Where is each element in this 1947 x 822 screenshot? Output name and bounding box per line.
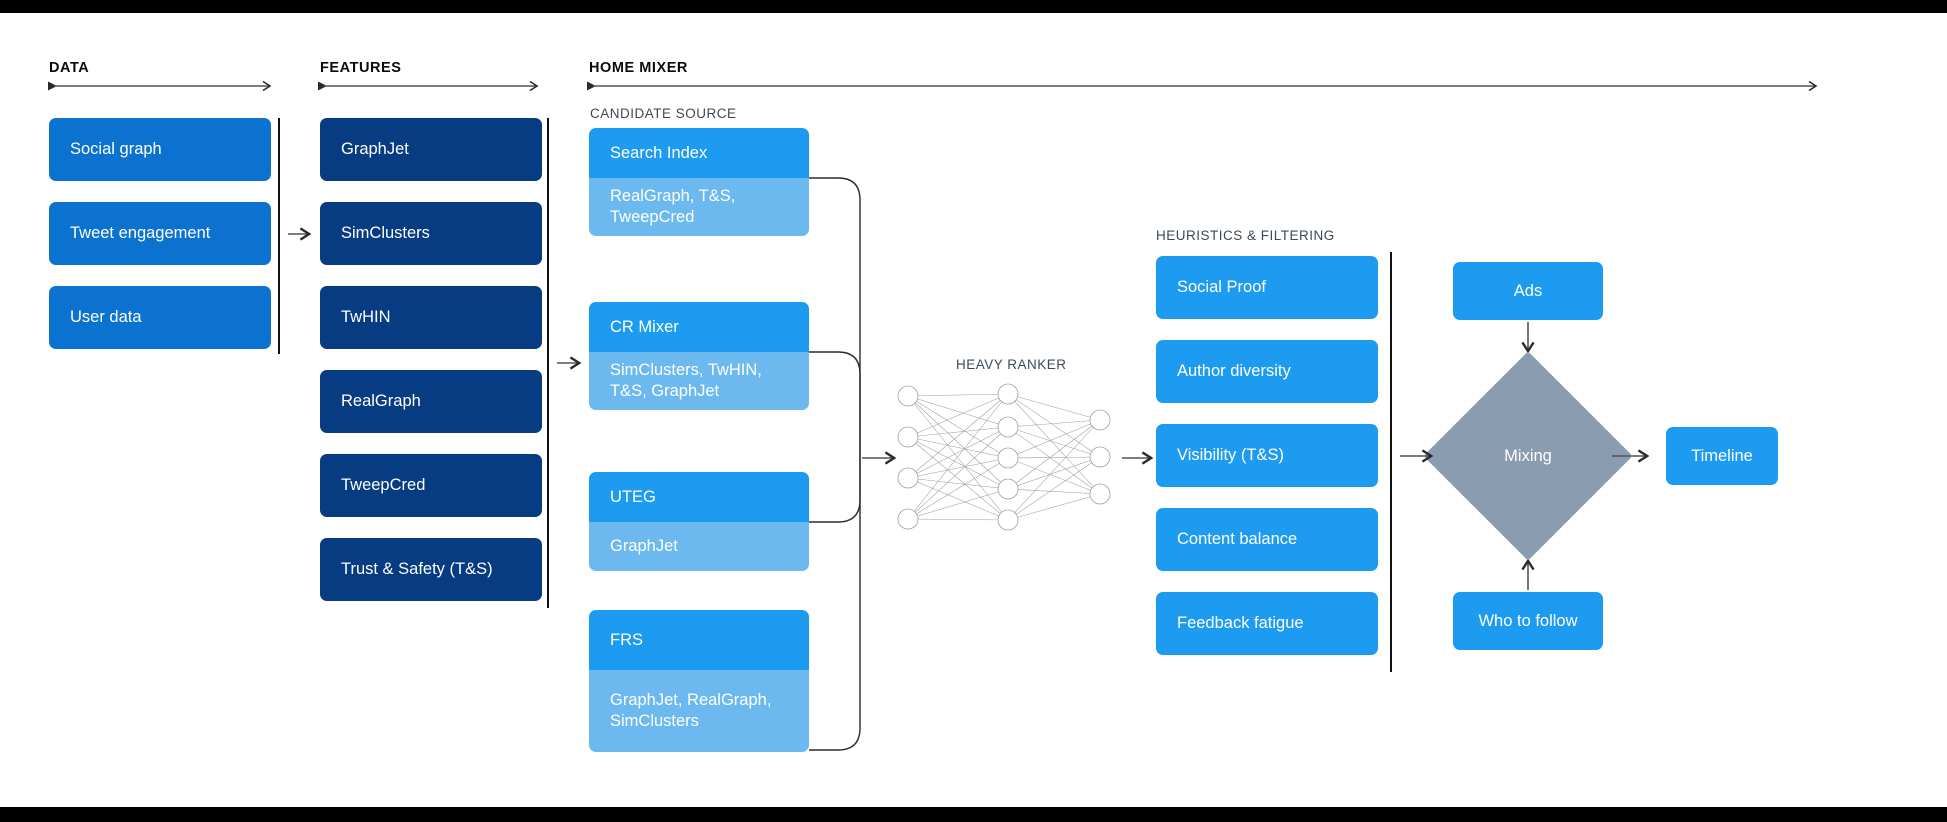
feature-box-graphjet[interactable]: GraphJet — [320, 118, 542, 181]
feature-box-tweepcred[interactable]: TweepCred — [320, 454, 542, 517]
section-arrow-features — [318, 80, 543, 92]
feature-box-label: RealGraph — [341, 392, 421, 411]
network-nodes — [897, 383, 1111, 531]
output-box-ads[interactable]: Ads — [1453, 262, 1603, 320]
heuristic-box-label: Content balance — [1177, 530, 1298, 549]
data-box-social-graph[interactable]: Social graph — [49, 118, 271, 181]
connector-cr-mixer-to-bus — [809, 351, 861, 440]
candidate-source-features: SimClusters, TwHIN, T&S, GraphJet — [589, 352, 809, 410]
output-box-label: Who to follow — [1478, 611, 1578, 630]
divider-features-candidates — [547, 118, 549, 608]
data-box-label: Social graph — [70, 140, 162, 159]
heuristic-box-social-proof[interactable]: Social Proof — [1156, 256, 1378, 319]
connector-frs-to-bus — [809, 440, 861, 751]
candidate-source-card-search-index[interactable]: Search Index RealGraph, T&S, TweepCred — [589, 128, 809, 236]
output-box-timeline[interactable]: Timeline — [1666, 427, 1778, 485]
letterbox-bottom — [0, 807, 1947, 822]
output-box-label: Ads — [1513, 281, 1543, 300]
candidate-source-title: Search Index — [589, 128, 809, 178]
letterbox-top — [0, 0, 1947, 13]
section-header-features: FEATURES — [320, 60, 402, 76]
candidate-source-card-cr-mixer[interactable]: CR Mixer SimClusters, TwHIN, T&S, GraphJ… — [589, 302, 809, 410]
candidate-source-card-frs[interactable]: FRS GraphJet, RealGraph, SimClusters — [589, 610, 809, 752]
section-arrow-data — [48, 80, 276, 92]
heuristic-box-feedback-fatigue[interactable]: Feedback fatigue — [1156, 592, 1378, 655]
data-box-label: User data — [70, 308, 142, 327]
candidate-source-features: GraphJet, RealGraph, SimClusters — [589, 670, 809, 752]
feature-box-label: TwHIN — [341, 308, 391, 327]
heuristic-box-author-diversity[interactable]: Author diversity — [1156, 340, 1378, 403]
heuristic-box-label: Feedback fatigue — [1177, 614, 1304, 633]
data-box-label: Tweet engagement — [70, 224, 211, 243]
connector-search-index-to-bus — [809, 177, 861, 440]
divider-data-features — [278, 118, 280, 354]
heuristic-box-label: Visibility (T&S) — [1177, 446, 1284, 465]
candidate-source-card-uteg[interactable]: UTEG GraphJet — [589, 472, 809, 571]
feature-box-trust-safety[interactable]: Trust & Safety (T&S) — [320, 538, 542, 601]
candidate-source-title: CR Mixer — [589, 302, 809, 352]
data-box-tweet-engagement[interactable]: Tweet engagement — [49, 202, 271, 265]
mixing-diamond-label: Mixing — [1504, 446, 1552, 465]
heuristic-box-label: Author diversity — [1177, 362, 1291, 381]
feature-box-twhin[interactable]: TwHIN — [320, 286, 542, 349]
feature-box-label: SimClusters — [341, 224, 430, 243]
section-arrow-home-mixer — [587, 80, 1822, 92]
subsection-header-heuristics: HEURISTICS & FILTERING — [1156, 228, 1335, 243]
section-header-home-mixer: HOME MIXER — [589, 60, 688, 76]
candidate-source-features: GraphJet — [589, 522, 809, 571]
heuristic-box-label: Social Proof — [1177, 278, 1266, 297]
section-header-data: DATA — [49, 60, 90, 76]
heavy-ranker-network — [897, 383, 1111, 531]
output-box-who-to-follow[interactable]: Who to follow — [1453, 592, 1603, 650]
candidate-source-title: FRS — [589, 610, 809, 670]
divider-heuristics-mixing — [1390, 252, 1392, 672]
data-box-user-data[interactable]: User data — [49, 286, 271, 349]
heuristic-box-visibility[interactable]: Visibility (T&S) — [1156, 424, 1378, 487]
connector-uteg-to-bus — [809, 440, 861, 523]
feature-box-label: Trust & Safety (T&S) — [341, 560, 493, 579]
feature-box-simclusters[interactable]: SimClusters — [320, 202, 542, 265]
subsection-header-candidate-source: CANDIDATE SOURCE — [590, 106, 737, 121]
output-box-label: Timeline — [1691, 446, 1753, 465]
candidate-source-title: UTEG — [589, 472, 809, 522]
heuristic-box-content-balance[interactable]: Content balance — [1156, 508, 1378, 571]
subsection-header-heavy-ranker: HEAVY RANKER — [956, 357, 1067, 372]
network-edges — [907, 393, 1101, 521]
feature-box-label: TweepCred — [341, 476, 426, 495]
mixing-diamond[interactable]: Mixing — [1423, 351, 1633, 561]
candidate-source-features: RealGraph, T&S, TweepCred — [589, 178, 809, 236]
feature-box-label: GraphJet — [341, 140, 409, 159]
feature-box-realgraph[interactable]: RealGraph — [320, 370, 542, 433]
